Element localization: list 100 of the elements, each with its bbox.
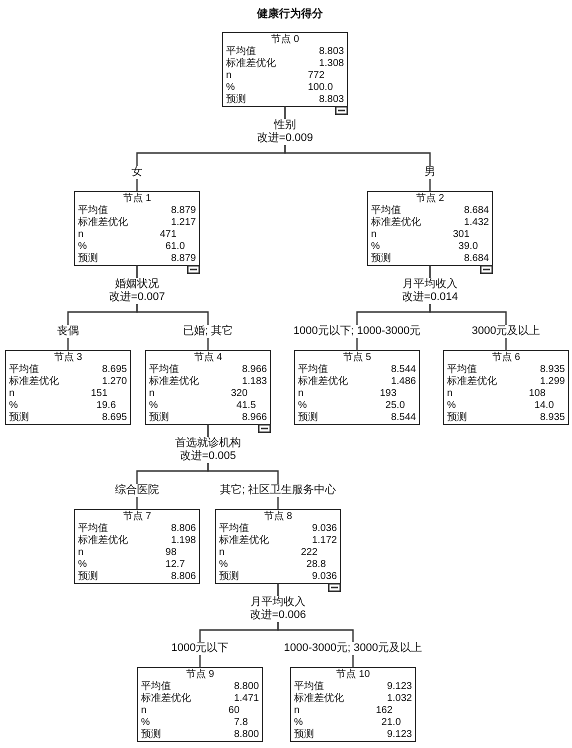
stat-value: 301 (452, 229, 470, 241)
stat-label: 平均值 (78, 205, 108, 216)
stat-value: 222 (300, 547, 318, 559)
node-box (443, 350, 569, 425)
node-title: 节点 1 (122, 193, 152, 205)
stat-value: 100.0 (308, 82, 333, 94)
stat-value: 320 (230, 388, 248, 400)
stat-value: 193 (380, 388, 397, 400)
node-box (145, 350, 271, 425)
stat-value: 12.7 (165, 559, 185, 571)
edge-label: 1000-3000元; 3000元及以上 (282, 642, 424, 655)
stat-label: 标准差优化 (294, 693, 344, 705)
stat-value: 1.308 (318, 58, 344, 70)
stat-value: 9.123 (386, 729, 412, 741)
stat-value: 9.036 (312, 523, 337, 535)
stat-label: n (78, 547, 84, 559)
stat-label: n (226, 70, 232, 82)
stat-label: % (219, 559, 228, 571)
split-label: 改进=0.014 (401, 291, 459, 304)
stat-value: 8.879 (170, 205, 196, 217)
edge-label: 1000元以下; 1000-3000元 (292, 325, 422, 338)
stat-label: n (294, 705, 300, 717)
edge-label: 1000元以下 (170, 642, 230, 655)
stat-value: 9.123 (386, 681, 412, 693)
stat-label: 平均值 (371, 205, 401, 216)
node-title: 节点 4 (192, 352, 224, 364)
stat-value: 151 (90, 388, 108, 400)
stat-label: 平均值 (219, 523, 249, 534)
stat-label: 平均值 (447, 364, 477, 376)
edge-label: 已婚; 其它 (182, 325, 234, 338)
stat-value: 108 (528, 388, 546, 400)
node-title: 节点 8 (262, 511, 294, 523)
stat-value: 1.032 (386, 693, 412, 705)
split-label: 改进=0.009 (256, 132, 314, 145)
stat-value: 8.966 (242, 412, 267, 424)
stat-value: 8.695 (102, 412, 127, 424)
stat-label: 预测 (298, 412, 318, 424)
stat-value: 61.0 (165, 241, 185, 253)
stat-label: n (9, 388, 15, 400)
stat-label: 标准差优化 (9, 376, 59, 388)
stat-label: 标准差优化 (149, 376, 199, 388)
stat-label: 标准差优化 (371, 217, 421, 229)
stat-value: 471 (160, 229, 177, 241)
stat-value: 8.803 (318, 46, 344, 58)
stat-value: 98 (165, 547, 177, 559)
stat-label: n (78, 229, 84, 241)
stat-label: 平均值 (141, 681, 171, 692)
stat-label: % (298, 400, 307, 412)
stat-value: 8.879 (170, 253, 196, 265)
stat-value: 41.5 (236, 400, 256, 412)
edge-label: 3000元及以上 (470, 325, 542, 338)
node-title: 节点 0 (270, 34, 300, 46)
stat-value: 772 (308, 70, 325, 82)
node-title: 节点 3 (52, 352, 84, 364)
stat-value: 1.432 (464, 217, 489, 229)
node-box (74, 191, 200, 266)
split-label: 婚姻状况 (114, 278, 160, 291)
stat-label: n (298, 388, 304, 400)
stat-value: 14.0 (534, 400, 554, 412)
stat-value: 1.172 (312, 535, 337, 547)
stat-label: 预测 (78, 253, 98, 265)
edge-label: 其它; 社区卫生服务中心 (218, 484, 338, 497)
split-label: 改进=0.007 (108, 291, 166, 304)
stat-value: 8.935 (540, 412, 565, 424)
stat-label: 预测 (226, 94, 246, 106)
stat-value: 8.803 (318, 94, 344, 106)
stat-label: n (149, 388, 155, 400)
stat-label: n (141, 705, 147, 717)
node-box (290, 667, 416, 742)
stat-label: % (149, 400, 158, 412)
stat-label: % (141, 717, 150, 729)
stat-label: % (78, 241, 87, 253)
stat-label: 平均值 (78, 523, 108, 534)
stat-value: 1.486 (390, 376, 416, 388)
edge-label: 女 (130, 166, 144, 179)
edge-label: 丧偶 (56, 325, 80, 338)
node-box (137, 667, 263, 742)
node-title: 节点 9 (184, 669, 216, 681)
connector-line (284, 107, 431, 191)
stat-label: 预测 (219, 571, 239, 583)
node-title: 节点 7 (122, 511, 152, 523)
stat-value: 19.6 (96, 400, 116, 412)
stat-value: 162 (376, 705, 393, 717)
stat-label: n (447, 388, 453, 400)
stat-label: n (219, 547, 225, 559)
stat-value: 8.806 (170, 523, 196, 535)
stat-label: % (371, 241, 380, 253)
split-label: 月平均收入 (250, 596, 306, 609)
stat-label: 预测 (78, 571, 98, 583)
split-label: 改进=0.005 (179, 450, 237, 463)
stat-label: 标准差优化 (226, 58, 276, 70)
stat-label: 预测 (447, 412, 467, 424)
stat-value: 8.800 (234, 729, 259, 741)
stat-label: 平均值 (149, 364, 179, 376)
stat-value: 8.806 (170, 571, 196, 583)
node-title: 节点 10 (335, 669, 371, 681)
stat-label: 标准差优化 (447, 376, 497, 388)
stat-label: % (447, 400, 456, 412)
stat-value: 1.198 (170, 535, 196, 547)
stat-value: 8.800 (234, 681, 259, 693)
